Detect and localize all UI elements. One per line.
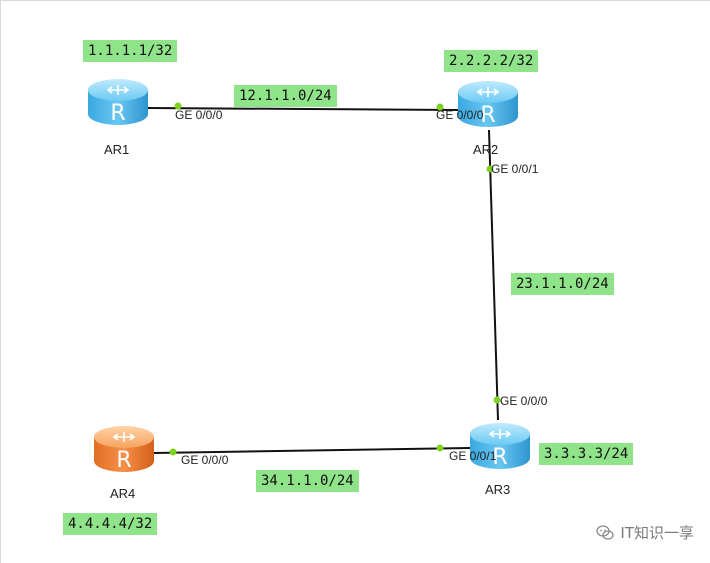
router-ar4[interactable]: R (94, 426, 154, 473)
router-ar1[interactable]: R (88, 79, 148, 126)
port-label-ar4-ge000: GE 0/0/0 (181, 453, 229, 467)
router-name-ar1: AR1 (104, 142, 130, 157)
router-arrows-icon (106, 85, 130, 95)
port-dot-ar2-ge001[interactable] (486, 165, 494, 173)
router-name-ar4: AR4 (110, 486, 136, 501)
port-dot-ar1-ge000[interactable] (174, 102, 182, 110)
port-label-ar1-ge000: GE 0/0/0 (175, 108, 223, 122)
port-dot-ar2-ge000[interactable] (436, 103, 444, 111)
port-dot-ar3-ge000[interactable] (493, 396, 501, 404)
router-glyph: R (116, 448, 131, 473)
port-label-ar3-ge001: GE 0/0/1 (449, 449, 497, 463)
router-ar3[interactable]: R (470, 423, 530, 470)
network-label-ar2-ar3: 23.1.1.0/24 (511, 273, 614, 295)
frame-top-border (0, 0, 710, 1)
wechat-icon (596, 524, 615, 540)
router-arrows-icon (112, 432, 136, 442)
router-arrows-icon (476, 87, 500, 97)
link-ar2-ar3 (488, 129, 499, 421)
loopback-label-ar1: 1.1.1.1/32 (83, 40, 178, 62)
link-ar4-ar3 (153, 447, 471, 454)
network-label-ar4-ar3: 34.1.1.0/24 (256, 470, 359, 492)
router-name-ar2: AR2 (473, 142, 499, 157)
router-glyph: R (110, 101, 125, 126)
link-ar1-ar2 (147, 107, 459, 111)
router-name-ar3: AR3 (485, 482, 511, 497)
port-label-ar3-ge000: GE 0/0/0 (500, 394, 548, 408)
router-glyph: R (492, 445, 507, 470)
router-arrows-icon (488, 429, 512, 439)
router-ar2[interactable]: R (458, 81, 518, 128)
loopback-label-ar3: 3.3.3.3/24 (539, 443, 634, 465)
port-label-ar2-ge001: GE 0/0/1 (491, 162, 539, 176)
port-dot-ar3-ge001[interactable] (436, 444, 444, 452)
loopback-label-ar2: 2.2.2.2/32 (444, 50, 539, 72)
port-label-ar2-ge000: GE 0/0/0 (436, 108, 484, 122)
router-glyph: R (480, 103, 495, 128)
frame-left-border (0, 0, 1, 563)
watermark: IT知识一享 (596, 522, 694, 543)
network-label-ar1-ar2: 12.1.1.0/24 (234, 85, 337, 107)
loopback-label-ar4: 4.4.4.4/32 (63, 513, 158, 535)
port-dot-ar4-ge000[interactable] (169, 448, 177, 456)
watermark-text: IT知识一享 (620, 524, 694, 542)
